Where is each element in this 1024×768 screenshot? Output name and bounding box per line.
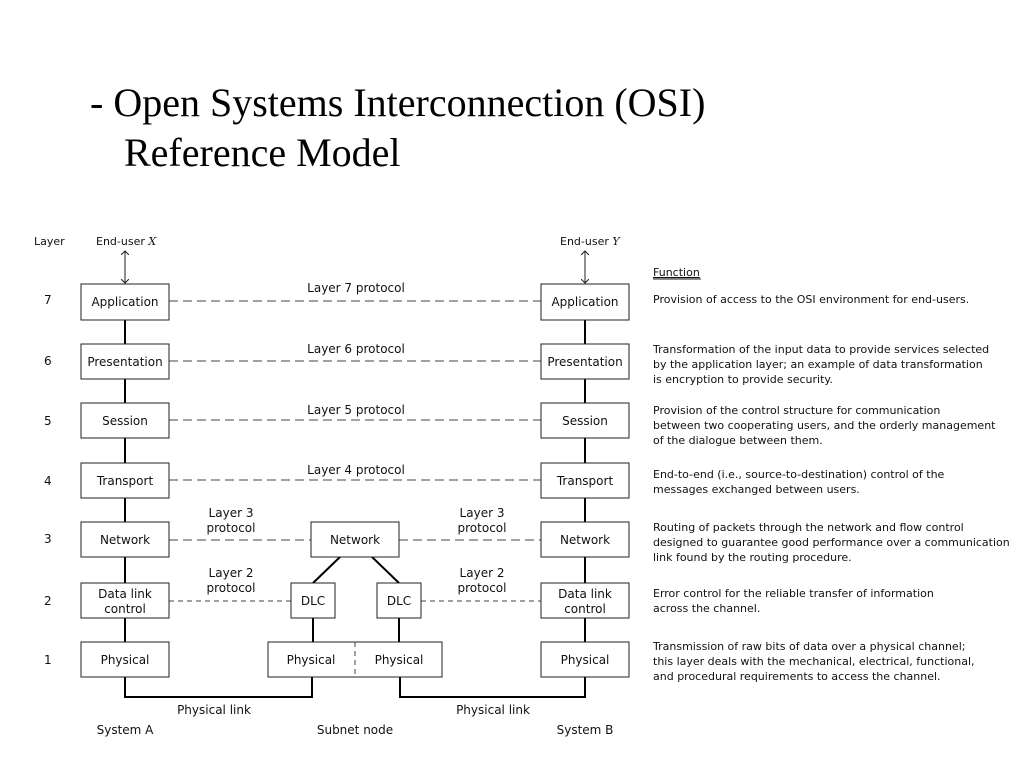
function-6-line-1: Transformation of the input data to prov…: [652, 343, 989, 356]
function-layer-7: Provision of access to the OSI environme…: [653, 293, 969, 306]
layer-number-5: 5: [44, 414, 52, 428]
system-a-data-link-label-2: control: [104, 602, 146, 616]
layer-2-protocol-label-right-1: Layer 2: [460, 566, 505, 580]
function-5-line-2: between two cooperating users, and the o…: [653, 419, 996, 432]
function-6-line-3: is encryption to provide security.: [653, 373, 833, 386]
system-b-data-link-label-1: Data link: [558, 587, 612, 601]
end-user-x-label: End-user X: [96, 235, 157, 248]
subnet-dlc-left-box: DLC: [290, 582, 336, 619]
physical-link-left: [124, 677, 313, 698]
system-a-physical-box: Physical: [80, 641, 170, 678]
subnet-network-box: Network: [310, 521, 400, 558]
physical-link-label-right: Physical link: [456, 703, 530, 717]
system-a-application-box: Application: [80, 283, 170, 321]
function-5-line-3: of the dialogue between them.: [653, 434, 823, 447]
system-b-session-label: Session: [562, 414, 608, 428]
subnet-node-label: Subnet node: [317, 723, 393, 737]
system-b-presentation-label: Presentation: [547, 355, 622, 369]
slide-title: - Open Systems Interconnection (OSI) Ref…: [90, 78, 970, 178]
system-b-network-label: Network: [560, 533, 610, 547]
end-user-y-label: End-user Y: [560, 235, 621, 248]
function-layer-2: Error control for the reliable transfer …: [653, 587, 934, 615]
system-a-application-label: Application: [91, 295, 158, 309]
layer-3-protocol-label-right-1: Layer 3: [460, 506, 505, 520]
function-header: Function: [653, 266, 700, 279]
system-a-data-link-label-1: Data link: [98, 587, 152, 601]
system-a-network-box: Network: [80, 521, 170, 558]
system-b-application-box: Application: [540, 283, 630, 321]
function-1-line-1: Transmission of raw bits of data over a …: [652, 640, 965, 653]
function-3-line-3: link found by the routing procedure.: [653, 551, 852, 564]
system-b-transport-label: Transport: [556, 474, 614, 488]
layer-number-3: 3: [44, 532, 52, 546]
subnet-dlc-right-label: DLC: [387, 594, 411, 608]
system-a-physical-label: Physical: [101, 653, 150, 667]
system-a-transport-label: Transport: [96, 474, 154, 488]
subnet-dlc-right-box: DLC: [376, 582, 422, 619]
subnet-dlc-left-label: DLC: [301, 594, 325, 608]
subnet-network-to-dlc-right: [371, 556, 400, 584]
layer-4-protocol-label: Layer 4 protocol: [307, 463, 405, 477]
function-1-line-2: this layer deals with the mechanical, el…: [653, 655, 975, 668]
system-a-session-label: Session: [102, 414, 148, 428]
system-a-data-link-box: Data link control: [80, 582, 170, 619]
function-4-line-2: messages exchanged between users.: [653, 483, 860, 496]
system-a-presentation-label: Presentation: [87, 355, 162, 369]
system-a-transport-box: Transport: [80, 462, 170, 499]
system-a-presentation-box: Presentation: [80, 343, 170, 380]
system-b-transport-box: Transport: [540, 462, 630, 499]
function-layer-5: Provision of the control structure for c…: [653, 404, 996, 447]
layer-2-protocol-label-left-1: Layer 2: [209, 566, 254, 580]
system-b-data-link-label-2: control: [564, 602, 606, 616]
system-b-physical-box: Physical: [540, 641, 630, 678]
subnet-physical-left-label: Physical: [287, 653, 336, 667]
layer-2-protocol-label-left-2: protocol: [207, 581, 256, 595]
layer-3-protocol-label-right-2: protocol: [458, 521, 507, 535]
function-layer-3: Routing of packets through the network a…: [653, 521, 1010, 564]
title-line-2: Reference Model: [124, 130, 401, 175]
layer-number-1: 1: [44, 653, 52, 667]
system-b-physical-label: Physical: [561, 653, 610, 667]
function-2-line-1: Error control for the reliable transfer …: [653, 587, 934, 600]
function-4-line-1: End-to-end (i.e., source-to-destination)…: [653, 468, 945, 481]
system-b-network-box: Network: [540, 521, 630, 558]
system-a-session-box: Session: [80, 402, 170, 439]
layer-7-protocol-label: Layer 7 protocol: [307, 281, 405, 295]
function-1-line-3: and procedural requirements to access th…: [653, 670, 941, 683]
system-b-session-box: Session: [540, 402, 630, 439]
layer-6-protocol-label: Layer 6 protocol: [307, 342, 405, 356]
system-b-application-label: Application: [551, 295, 618, 309]
function-6-line-2: by the application layer; an example of …: [653, 358, 983, 371]
title-line-1: - Open Systems Interconnection (OSI): [90, 80, 706, 125]
physical-link-label-left: Physical link: [177, 703, 251, 717]
subnet-physical-right-label: Physical: [375, 653, 424, 667]
layer-5-protocol-label: Layer 5 protocol: [307, 403, 405, 417]
system-b-presentation-box: Presentation: [540, 343, 630, 380]
subnet-network-to-dlc-left: [312, 556, 341, 584]
function-5-line-1: Provision of the control structure for c…: [653, 404, 940, 417]
layer-number-4: 4: [44, 474, 52, 488]
function-layer-6: Transformation of the input data to prov…: [652, 343, 989, 386]
layer-header: Layer: [34, 235, 65, 248]
layer-2-protocol-label-right-2: protocol: [458, 581, 507, 595]
layer-3-protocol-label-left-1: Layer 3: [209, 506, 254, 520]
system-b-data-link-box: Data link control: [540, 582, 630, 619]
function-7-line-1: Provision of access to the OSI environme…: [653, 293, 969, 306]
function-layer-1: Transmission of raw bits of data over a …: [652, 640, 975, 683]
system-b-label: System B: [557, 723, 614, 737]
layer-number-2: 2: [44, 594, 52, 608]
function-3-line-2: designed to guarantee good performance o…: [653, 536, 1010, 549]
layer-3-protocol-label-left-2: protocol: [207, 521, 256, 535]
physical-link-right: [399, 677, 586, 698]
subnet-network-label: Network: [330, 533, 380, 547]
function-layer-4: End-to-end (i.e., source-to-destination)…: [653, 468, 945, 496]
layer-number-7: 7: [44, 293, 52, 307]
system-a-label: System A: [97, 723, 155, 737]
function-2-line-2: across the channel.: [653, 602, 760, 615]
layer-number-6: 6: [44, 354, 52, 368]
subnet-physical-box: Physical Physical: [267, 641, 443, 678]
system-a-network-label: Network: [100, 533, 150, 547]
function-3-line-1: Routing of packets through the network a…: [653, 521, 964, 534]
